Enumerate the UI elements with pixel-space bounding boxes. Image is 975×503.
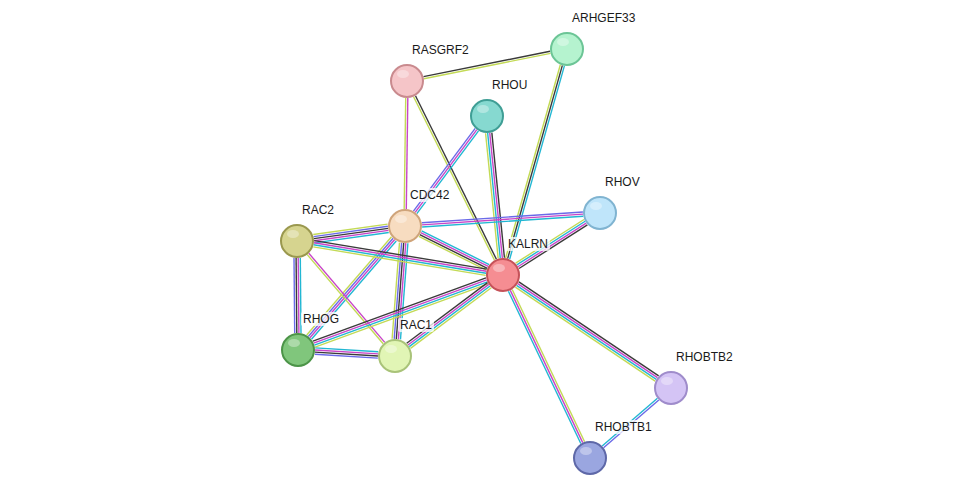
protein-node: ARHGEF33 xyxy=(550,32,584,66)
node-label: RASGRF2 xyxy=(410,43,471,57)
evidence-line xyxy=(313,247,485,275)
evidence-line xyxy=(315,284,488,347)
node-label: RHOU xyxy=(490,78,529,92)
interaction-edge xyxy=(313,224,388,243)
node-highlight xyxy=(580,447,592,455)
protein-node: RHOG xyxy=(281,333,315,367)
node-highlight xyxy=(397,70,409,78)
evidence-line xyxy=(298,258,300,333)
protein-node: RASGRF2 xyxy=(390,64,424,98)
protein-node: KALRN xyxy=(486,258,520,292)
evidence-line xyxy=(422,214,583,225)
node-highlight xyxy=(385,345,397,353)
evidence-line xyxy=(315,354,378,358)
evidence-line xyxy=(506,65,561,258)
protein-node: RHOBTB1 xyxy=(573,441,607,475)
evidence-line xyxy=(519,282,659,376)
interaction-edge xyxy=(486,133,505,259)
interaction-edge xyxy=(508,289,584,443)
protein-node: RAC2 xyxy=(280,224,314,258)
interaction-edge xyxy=(315,348,378,358)
evidence-line xyxy=(313,224,387,234)
node-highlight xyxy=(477,105,489,113)
interaction-edge xyxy=(515,282,658,381)
evidence-line xyxy=(508,291,580,443)
interaction-edge xyxy=(506,65,565,259)
node-highlight xyxy=(661,377,673,385)
node-label: RHOBTB1 xyxy=(593,420,654,434)
evidence-line xyxy=(422,212,583,223)
node-highlight xyxy=(288,339,300,347)
evidence-line xyxy=(510,66,565,259)
interaction-edge xyxy=(313,241,486,276)
protein-node: RAC1 xyxy=(378,339,412,373)
evidence-line xyxy=(508,65,563,258)
evidence-line xyxy=(314,245,486,273)
evidence-line xyxy=(295,258,297,333)
interaction-edge xyxy=(307,253,385,343)
interaction-edge xyxy=(422,212,583,227)
node-highlight xyxy=(557,38,569,46)
node-label: RAC1 xyxy=(398,318,434,332)
evidence-line xyxy=(404,98,406,209)
node-label: RHOV xyxy=(603,175,642,189)
node-label: ARHGEF33 xyxy=(570,11,637,25)
node-label: RAC2 xyxy=(300,203,336,217)
evidence-line xyxy=(424,53,551,78)
protein-node: CDC42 xyxy=(388,209,422,243)
evidence-line xyxy=(409,286,490,347)
evidence-line xyxy=(486,133,499,258)
node-label: CDC42 xyxy=(408,188,451,202)
evidence-line xyxy=(518,284,658,378)
evidence-line xyxy=(293,258,295,333)
node-highlight xyxy=(395,215,407,223)
protein-node: RHOU xyxy=(470,99,504,133)
evidence-line xyxy=(517,285,657,379)
evidence-line xyxy=(314,241,486,269)
interaction-edge xyxy=(407,283,492,349)
node-label: RHOBTB2 xyxy=(674,350,735,364)
evidence-line xyxy=(515,287,655,381)
interaction-edge xyxy=(294,258,301,333)
evidence-line xyxy=(408,284,489,345)
evidence-line xyxy=(313,278,486,341)
evidence-line xyxy=(314,226,388,236)
evidence-line xyxy=(407,283,488,344)
node-highlight xyxy=(493,264,505,272)
node-highlight xyxy=(287,230,299,238)
node-label: RHOG xyxy=(301,312,341,326)
node-label: KALRN xyxy=(506,237,550,251)
evidence-line xyxy=(488,133,501,258)
evidence-line xyxy=(510,290,582,442)
protein-node: RHOBTB2 xyxy=(654,371,688,405)
protein-node: RHOV xyxy=(583,196,617,230)
evidence-line xyxy=(512,289,584,441)
evidence-line xyxy=(314,243,486,271)
node-highlight xyxy=(590,202,602,210)
evidence-line xyxy=(307,255,383,344)
